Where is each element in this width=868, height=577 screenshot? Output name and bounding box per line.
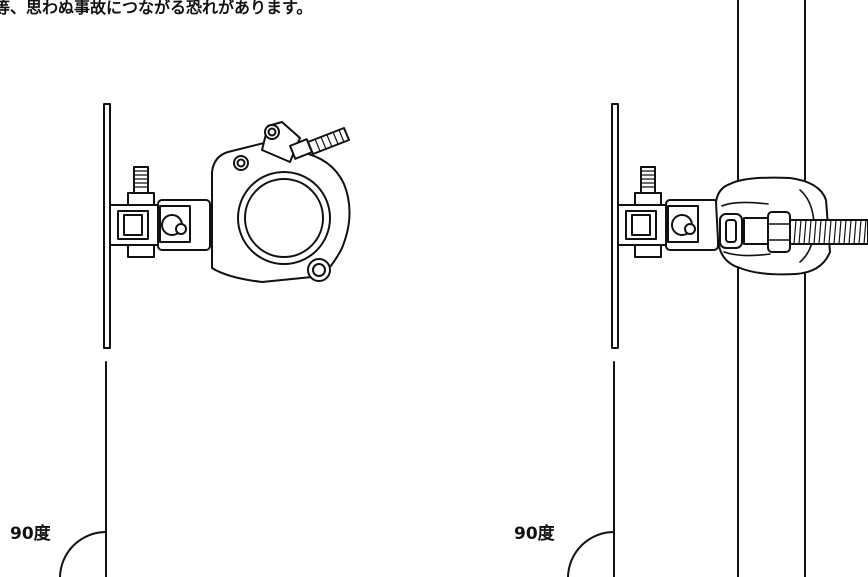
plate-bolt-left xyxy=(127,166,155,258)
angle-label-right: 90度 xyxy=(514,524,555,544)
figure-right xyxy=(567,0,868,577)
right-angle-arc-left xyxy=(59,531,107,577)
clamp-open-left xyxy=(211,121,351,283)
bracket-block-left xyxy=(109,199,211,251)
plate-bolt-right xyxy=(634,166,662,258)
clamp-bolt-left xyxy=(289,127,350,160)
figure-left xyxy=(59,103,351,577)
right-angle-arc-right xyxy=(567,531,615,577)
bracket-block-right xyxy=(617,199,719,251)
angle-label-left: 90度 xyxy=(10,524,51,544)
clamp-bolt-right xyxy=(789,219,868,245)
clamp-closed-right xyxy=(715,176,868,276)
warning-caption: 等、思わぬ事故につながる恐れがあります。 xyxy=(0,0,313,17)
